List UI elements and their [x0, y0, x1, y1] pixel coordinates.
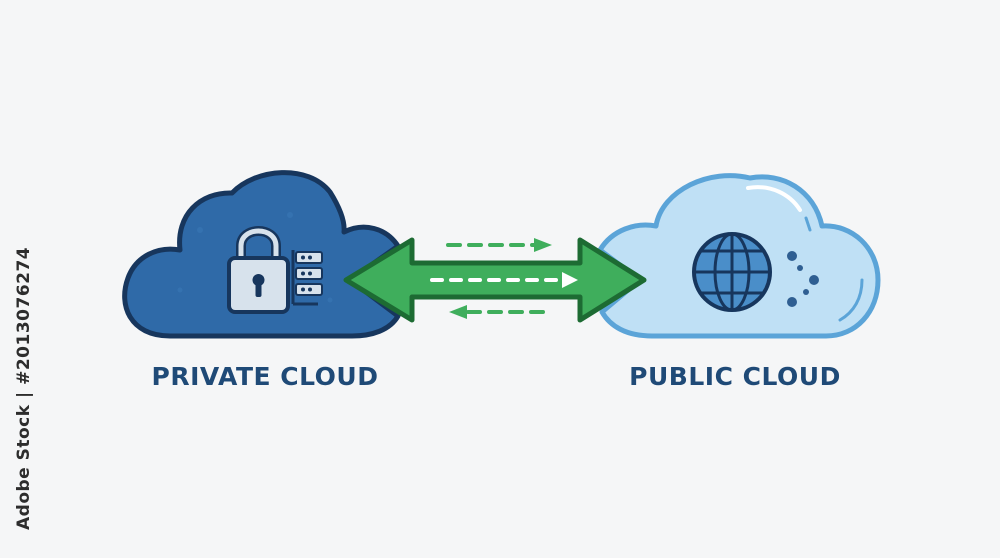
private-cloud-shape — [122, 170, 401, 339]
upper-dashed-arrow — [446, 238, 552, 252]
lower-dashed-arrow — [449, 305, 554, 319]
server-rack-icon — [291, 250, 323, 306]
public-cloud-label: PUBLIC CLOUD — [629, 362, 841, 391]
stock-watermark-text: Adobe Stock | #2013076274 — [14, 246, 34, 530]
network-nodes-icon — [787, 251, 819, 307]
public-cloud — [597, 173, 881, 339]
map-texture — [177, 212, 333, 303]
lock-icon — [227, 226, 290, 314]
private-cloud — [122, 170, 401, 339]
bidirectional-arrow-icon — [343, 237, 647, 323]
globe-icon — [692, 232, 772, 312]
private-cloud-label: PRIVATE CLOUD — [151, 362, 379, 391]
